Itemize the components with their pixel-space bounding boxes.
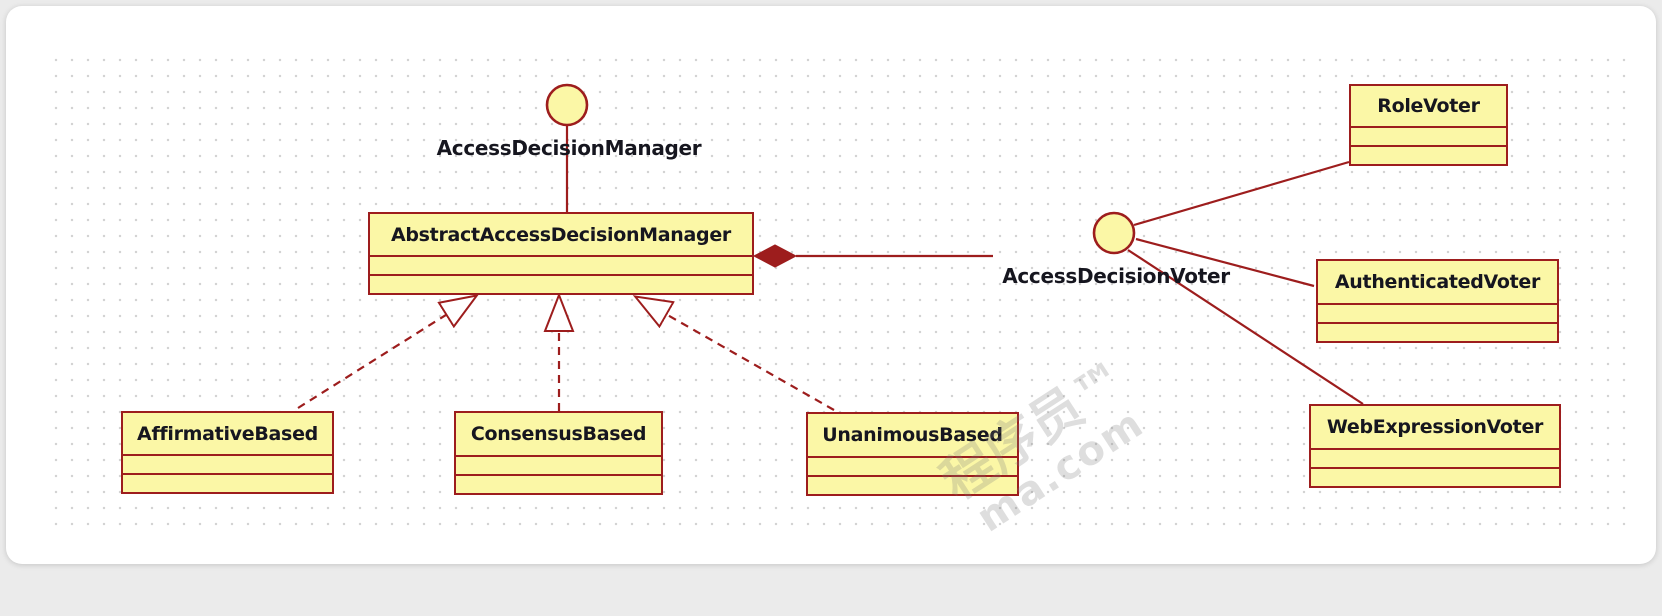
diagram-card: AccessDecisionManager AccessDecisionVote… xyxy=(6,6,1656,564)
class-methods-compartment xyxy=(1311,467,1559,486)
interface-circle-accessdecisionmanager xyxy=(545,83,589,127)
class-attributes-compartment xyxy=(370,255,752,274)
class-name-label: WebExpressionVoter xyxy=(1326,416,1544,438)
class-methods-compartment xyxy=(370,274,752,293)
composition-diamond-icon xyxy=(752,244,798,268)
class-box-consensusbased: ConsensusBased xyxy=(454,411,663,495)
class-name-label: AuthenticatedVoter xyxy=(1334,271,1541,293)
class-box-abstractaccessdecisionmanager: AbstractAccessDecisionManager xyxy=(368,212,754,295)
voter-line-rolevoter xyxy=(1133,160,1350,227)
interface-label-accessdecisionmanager: AccessDecisionManager xyxy=(436,136,702,160)
class-name-label: AbstractAccessDecisionManager xyxy=(390,223,732,246)
class-box-webexpressionvoter: WebExpressionVoter xyxy=(1309,404,1561,488)
uml-diagram-canvas: AccessDecisionManager AccessDecisionVote… xyxy=(46,48,1628,542)
class-attributes-compartment xyxy=(1318,303,1557,322)
interface-label-accessdecisionvoter: AccessDecisionVoter xyxy=(1002,264,1230,288)
class-methods-compartment xyxy=(1318,322,1557,341)
class-name-label: UnanimousBased xyxy=(822,424,1003,446)
class-name-label: AffirmativeBased xyxy=(137,422,318,445)
class-name-label: ConsensusBased xyxy=(470,423,647,445)
class-attributes-compartment xyxy=(123,454,332,473)
generalization-arrow-affirmativebased xyxy=(297,293,480,409)
class-box-unanimousbased: UnanimousBased xyxy=(806,412,1019,496)
class-box-rolevoter: RoleVoter xyxy=(1349,84,1508,166)
class-name-label: RoleVoter xyxy=(1377,95,1480,117)
generalization-arrow-unanimousbased xyxy=(632,295,835,411)
class-methods-compartment xyxy=(123,473,332,492)
class-methods-compartment xyxy=(1351,145,1506,164)
class-methods-compartment xyxy=(808,475,1017,494)
class-attributes-compartment xyxy=(808,456,1017,475)
class-attributes-compartment xyxy=(1311,448,1559,467)
class-attributes-compartment xyxy=(456,455,661,474)
class-attributes-compartment xyxy=(1351,126,1506,145)
class-box-affirmativebased: AffirmativeBased xyxy=(121,411,334,494)
screenshot-root: AccessDecisionManager AccessDecisionVote… xyxy=(6,6,1656,564)
interface-circle-accessdecisionvoter xyxy=(1092,211,1136,255)
class-methods-compartment xyxy=(456,474,661,493)
class-box-authenticatedvoter: AuthenticatedVoter xyxy=(1316,259,1559,343)
